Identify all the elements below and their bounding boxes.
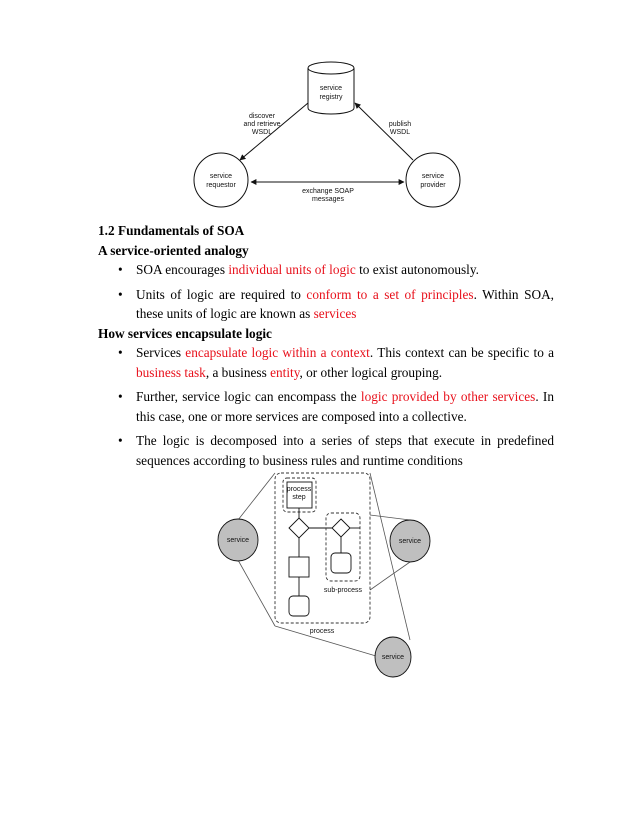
- body-text: SOA encourages: [136, 262, 229, 277]
- body-text: The logic is decomposed into a series of…: [136, 433, 554, 468]
- highlight-text: business task: [136, 364, 206, 380]
- bullet-icon: •: [118, 389, 123, 404]
- publish-label-line1: publish: [389, 121, 411, 128]
- publish-label-line2: WSDL: [390, 129, 410, 136]
- discover-label-line3: WSDL: [252, 129, 272, 136]
- list-item: • Further, service logic can encompass th…: [98, 387, 554, 426]
- highlight-text: entity: [270, 364, 300, 380]
- decision-diamond: [288, 517, 310, 539]
- body-text: Services: [136, 345, 186, 360]
- process-label: process: [310, 628, 335, 635]
- task-box: [288, 556, 310, 578]
- service-bottom-label: service: [382, 654, 404, 661]
- service-requestor-node: service requestor: [193, 152, 249, 208]
- body-text: . Within SOA, these units of logic are k…: [136, 286, 554, 322]
- bullet-icon: •: [118, 286, 123, 302]
- highlight-text: encapsulate logic within a context: [185, 345, 370, 360]
- list-item: • The logic is decomposed into a series o…: [98, 431, 554, 470]
- requestor-label-line1: service: [210, 173, 232, 180]
- highlight-text: conform to a set of principles: [306, 286, 474, 302]
- registry-label-line1: service: [320, 85, 342, 92]
- body-text: , or other logical grouping.: [299, 364, 443, 380]
- exchange-label-line1: exchange SOAP: [302, 188, 354, 195]
- subheading-analogy: A service-oriented analogy: [98, 242, 249, 258]
- body-text: to exist autonomously.: [355, 262, 479, 277]
- requestor-label-line2: requestor: [206, 182, 236, 189]
- registry-label-line2: registry: [320, 94, 343, 101]
- list-item: • Units of logic are required to conform …: [98, 285, 554, 324]
- sub-process-label: sub-process: [324, 587, 363, 594]
- body-text: Further, service logic can encompass the: [136, 389, 361, 404]
- process-step-box: [282, 477, 317, 513]
- body-text: . In this case, one or more services are…: [136, 389, 554, 424]
- section-title: 1.2 Fundamentals of SOA: [98, 223, 245, 238]
- bullet-icon: •: [118, 262, 123, 277]
- exchange-label-line2: messages: [312, 196, 344, 203]
- body-text: . This context can be specific to a: [369, 345, 554, 360]
- bullet-icon: •: [118, 345, 123, 360]
- soa-triangle-diagram: service registry service requestor servi…: [193, 61, 461, 208]
- sub-process-box: [325, 512, 361, 582]
- discover-arrow: [239, 102, 309, 161]
- service-left-node: service: [217, 518, 259, 562]
- sub-end-box: [330, 552, 352, 574]
- provider-label-line2: provider: [420, 182, 446, 189]
- service-right-label: service: [399, 538, 421, 545]
- section-text: 1.2 Fundamentals of SOA A service-orient…: [98, 221, 554, 470]
- service-left-label: service: [227, 537, 249, 544]
- bullet-icon: •: [118, 433, 123, 448]
- service-bottom-node: service: [374, 636, 412, 678]
- process-step-label-line2: step: [292, 494, 305, 501]
- service-right-node: service: [389, 519, 431, 563]
- body-text: , a business: [205, 364, 271, 380]
- list-item: • SOA encourages individual units of logi…: [98, 260, 554, 280]
- discover-label-line1: discover: [249, 113, 276, 120]
- process-step-label-line1: process: [287, 486, 312, 493]
- publish-arrow: [354, 102, 414, 161]
- sub-decision-diamond: [331, 518, 351, 538]
- highlight-text: individual units of logic: [228, 262, 356, 277]
- analogy-bullet-list: • SOA encourages individual units of logi…: [98, 260, 554, 324]
- subheading-encapsulate: How services encapsulate logic: [98, 325, 272, 341]
- service-registry-cylinder: service registry: [307, 61, 355, 115]
- body-text: Units of logic are required to: [136, 286, 307, 302]
- highlight-text: logic provided by other services: [360, 389, 536, 404]
- discover-label-line2: and retrieve: [244, 121, 281, 128]
- highlight-text: services: [313, 306, 357, 321]
- process-box: [274, 472, 371, 624]
- encapsulate-bullet-list: • Services encapsulate logic within a con…: [98, 343, 554, 470]
- provider-label-line1: service: [422, 173, 444, 180]
- end-box: [288, 595, 310, 617]
- list-item: • Services encapsulate logic within a con…: [98, 343, 554, 382]
- service-provider-node: service provider: [405, 152, 461, 208]
